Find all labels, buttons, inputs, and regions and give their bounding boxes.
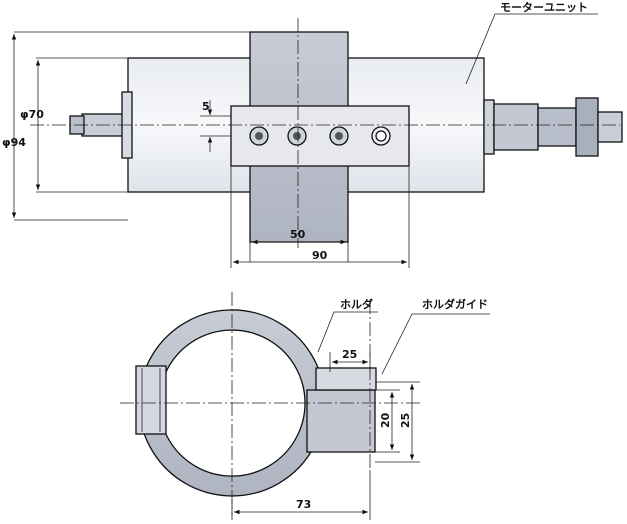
ring-split-slot — [135, 365, 167, 435]
dim-phi70: φ70 — [20, 108, 44, 121]
screw-holes — [249, 126, 391, 146]
front-view — [120, 292, 490, 520]
dim-phi94: φ94 — [2, 136, 26, 149]
right-flange — [483, 99, 495, 155]
dim-73: 73 — [296, 498, 311, 511]
connector-nut — [575, 97, 599, 157]
label-holder: ホルダ — [340, 297, 373, 311]
dim-25-vertical: 25 — [399, 413, 412, 428]
holder-guide-lip — [315, 367, 377, 391]
dim-90: 90 — [312, 249, 328, 262]
connector-body — [493, 103, 539, 151]
holder-guide — [306, 389, 376, 453]
side-view — [11, 13, 623, 268]
dim-5: 5 — [202, 100, 210, 113]
label-holder-guide: ホルダガイド — [422, 297, 488, 311]
dim-50: 50 — [290, 228, 306, 241]
dim-25-horizontal: 25 — [342, 348, 357, 361]
dim-20: 20 — [379, 412, 392, 428]
connector-neck — [537, 107, 577, 147]
connector-tail — [597, 111, 623, 143]
slot-screws — [141, 368, 161, 432]
label-motor-unit: モーターユニット — [500, 1, 588, 14]
